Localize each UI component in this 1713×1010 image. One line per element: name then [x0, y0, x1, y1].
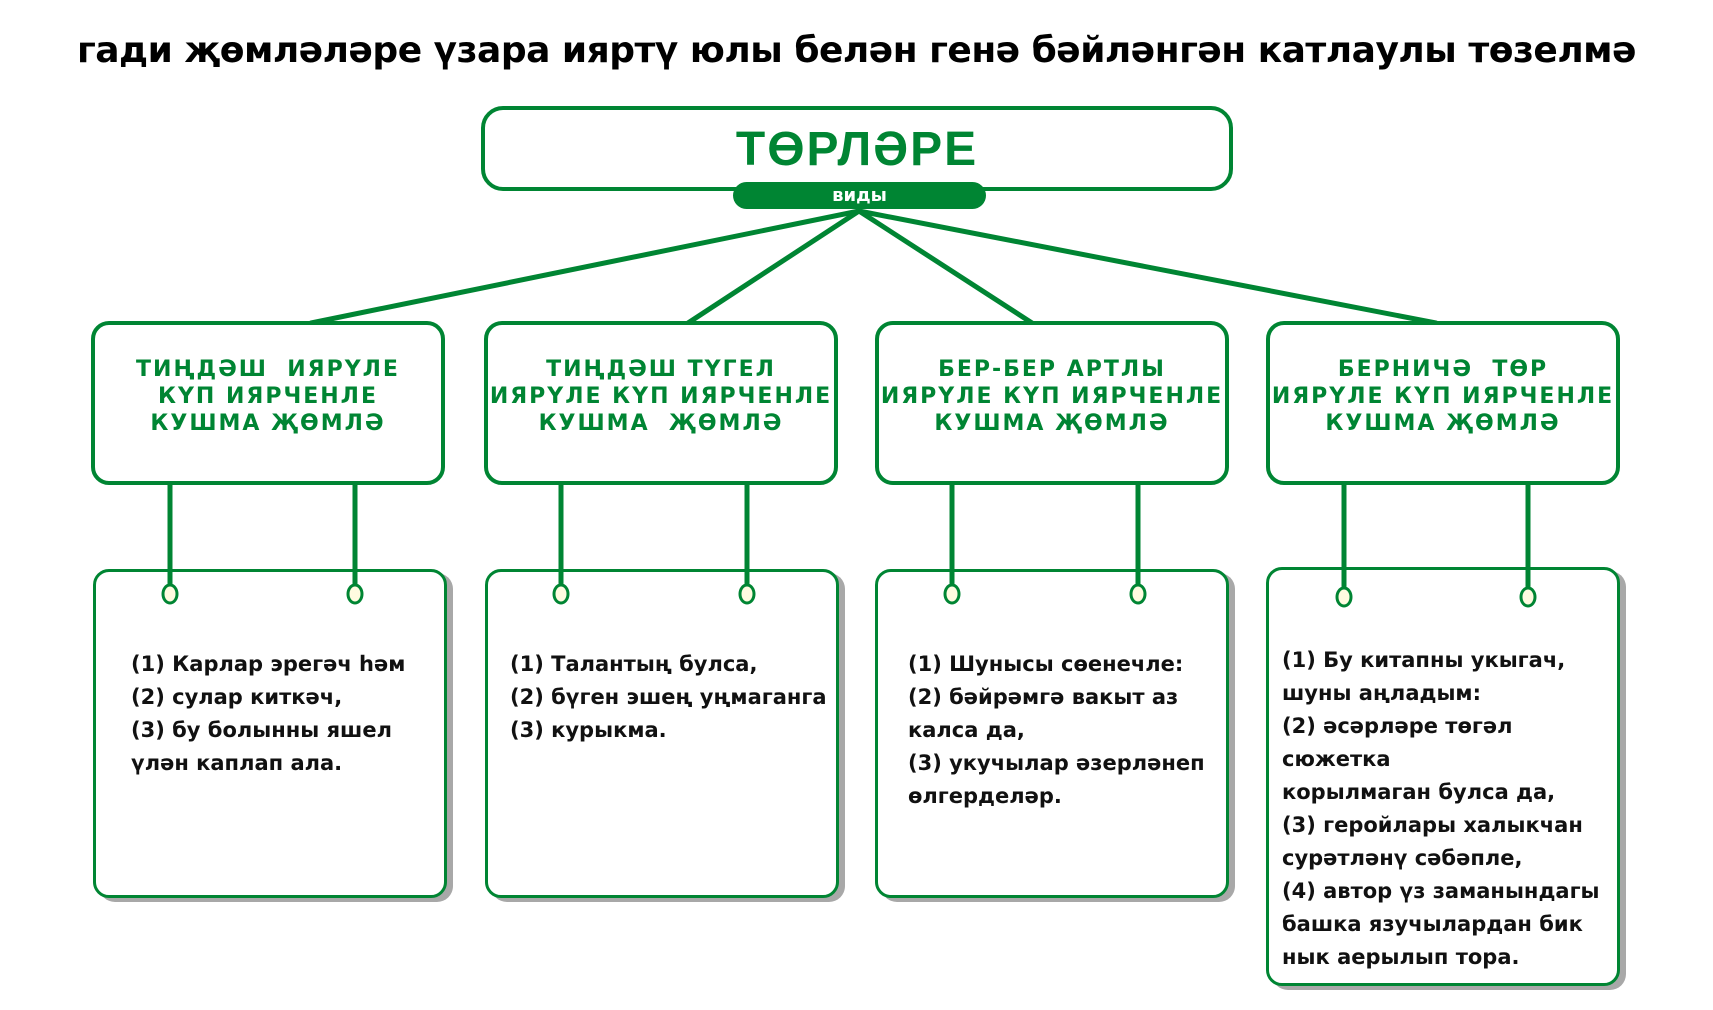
- type-node-4: БЕРНИЧӘ ТӨР ИЯРҮЛЕ КҮП ИЯРЧЕНЛЕ КУШМА ҖӨ…: [1266, 321, 1620, 485]
- example-line: корылмаган булса да,: [1282, 780, 1556, 804]
- example-line: калса да,: [908, 718, 1025, 742]
- type-label: БЕР-БЕР АРТЛЫ ИЯРҮЛЕ КҮП ИЯРЧЕНЛЕ КУШМА …: [880, 356, 1224, 436]
- type-node-3: БЕР-БЕР АРТЛЫ ИЯРҮЛЕ КҮП ИЯРЧЕНЛЕ КУШМА …: [875, 321, 1229, 485]
- example-line: (2) бәйрәмгә вакыт аз: [908, 685, 1179, 709]
- example-line: (3) укучылар әзерләнеп: [908, 751, 1205, 775]
- ring-icon: [1519, 586, 1537, 608]
- example-line: (2) әсәрләре төгәл сюжетка: [1282, 714, 1513, 771]
- example-card-1: (1) Карлар эрегәч һәм (2) сулар киткәч, (3…: [93, 569, 447, 898]
- type-node-1: ТИҢДӘШ ИЯРҮЛЕ КҮП ИЯРЧЕНЛЕ КУШМА ҖӨМЛӘ: [91, 321, 445, 485]
- example-card-2: (1) Талантың булса, (2) бүген эшең уңмага…: [485, 569, 839, 898]
- branch-line-1: [308, 208, 862, 326]
- diagram-title: гади җөмләләре үзара ияртү юлы белән ген…: [76, 30, 1637, 71]
- example-line: (4) автор үз заманындагы: [1282, 879, 1600, 903]
- example-line: үлән каплап ала.: [131, 751, 343, 775]
- example-line: (3) геройлары халыкчан: [1282, 813, 1583, 837]
- example-line: (1) Талантың булса,: [510, 652, 758, 676]
- example-line: (2) сулар киткәч,: [131, 685, 343, 709]
- example-line: (3) бу болынны яшел: [131, 718, 392, 742]
- root-title: ТӨРЛӘРЕ: [735, 123, 979, 176]
- example-line: шуны аңладым:: [1282, 681, 1481, 705]
- example-line: (1) Бу китапны укыгач,: [1282, 648, 1566, 672]
- ring-icon: [552, 583, 570, 605]
- ring-icon: [738, 583, 756, 605]
- example-card-4: (1) Бу китапны укыгач, шуны аңладым: (2) ә…: [1266, 567, 1620, 986]
- ring-icon: [1335, 586, 1353, 608]
- type-label: БЕРНИЧӘ ТӨР ИЯРҮЛЕ КҮП ИЯРЧЕНЛЕ КУШМА ҖӨ…: [1271, 356, 1615, 436]
- type-label: ТИҢДӘШ ИЯРҮЛЕ КҮП ИЯРЧЕНЛЕ КУШМА ҖӨМЛӘ: [136, 356, 400, 436]
- root-sublabel: виды: [733, 182, 986, 209]
- ring-icon: [346, 583, 364, 605]
- root-node: ТӨРЛӘРЕ: [481, 106, 1233, 191]
- example-line: (1) Карлар эрегәч һәм: [131, 652, 406, 676]
- ring-icon: [1129, 583, 1147, 605]
- branch-line-2: [685, 208, 862, 326]
- example-line: (3) курыкма.: [510, 718, 667, 742]
- type-node-2: ТИҢДӘШ ТҮГЕЛ ИЯРҮЛЕ КҮП ИЯРЧЕНЛЕ КУШМА Җ…: [484, 321, 838, 485]
- example-line: нык аерылып тора.: [1282, 945, 1520, 969]
- ring-icon: [161, 583, 179, 605]
- type-label: ТИҢДӘШ ТҮГЕЛ ИЯРҮЛЕ КҮП ИЯРЧЕНЛЕ КУШМА Җ…: [489, 356, 833, 436]
- ring-icon: [943, 583, 961, 605]
- example-line: башка язучылардан бик: [1282, 912, 1583, 936]
- example-line: (1) Шунысы сөенечле:: [908, 652, 1184, 676]
- example-card-3: (1) Шунысы сөенечле: (2) бәйрәмгә вакыт а…: [875, 569, 1229, 898]
- branch-line-3: [856, 208, 1035, 326]
- example-line: өлгерделәр.: [908, 784, 1062, 808]
- branch-line-4: [856, 208, 1439, 326]
- example-line: сурәтләнү сәбәпле,: [1282, 846, 1523, 870]
- example-line: (2) бүген эшең уңмаганга: [510, 685, 827, 709]
